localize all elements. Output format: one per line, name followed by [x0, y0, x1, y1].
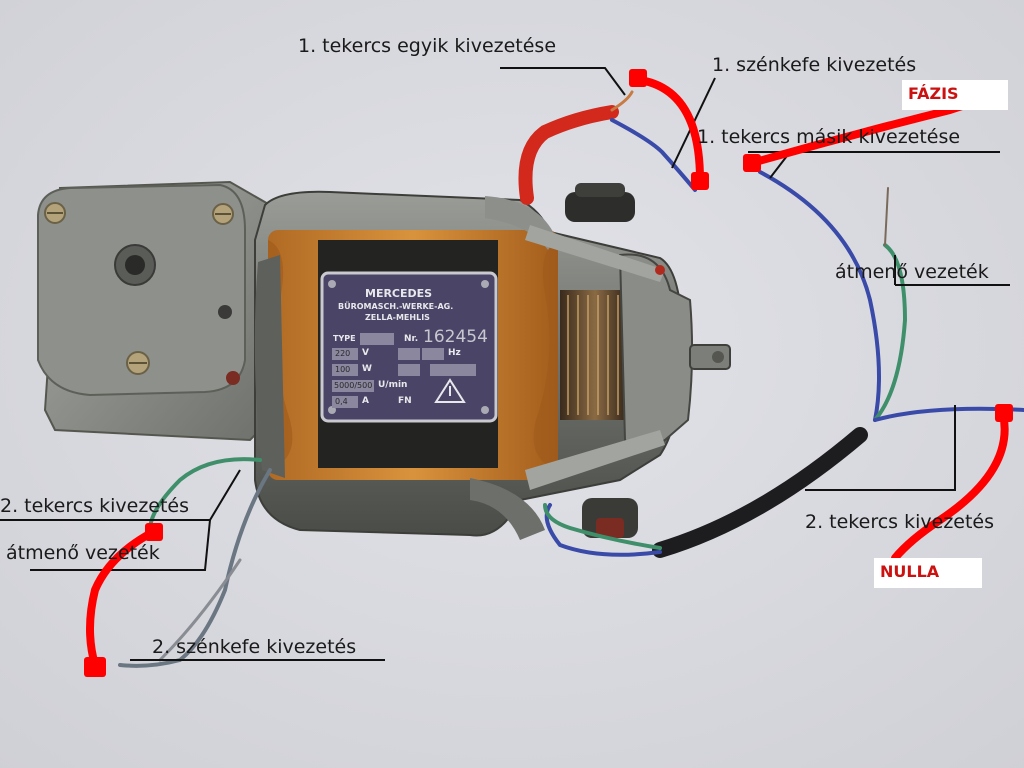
shaft — [689, 344, 731, 370]
label-through-wire-left: átmenő vezeték — [6, 542, 160, 564]
terminal-square — [691, 172, 709, 190]
nameplate-watt-unit: W — [362, 364, 372, 374]
terminal-square — [995, 404, 1013, 422]
brush-cap-top — [565, 192, 635, 222]
green-wire — [148, 457, 262, 532]
label-coil1-end-a: 1. tekercs egyik kivezetése — [298, 35, 557, 57]
nameplate-volt-value: 220 — [335, 349, 351, 358]
nameplate-amp-value: 0,4 — [335, 397, 348, 406]
phase-marker-left — [636, 76, 704, 184]
wires — [118, 90, 1024, 668]
nameplate-serial: 162454 — [423, 327, 488, 347]
nameplate-volt-unit: V — [362, 348, 369, 358]
leader-lines — [0, 67, 1010, 661]
nameplate-brand: MERCEDES — [365, 287, 433, 300]
nameplate-watt-value: 100 — [335, 365, 351, 374]
label-coil2-left: 2. tekercs kivezetés — [0, 495, 190, 517]
leader-line — [805, 405, 956, 491]
blue-wire — [758, 170, 881, 422]
terminal-square — [743, 154, 761, 172]
red-terminals — [84, 69, 1013, 677]
nameplate-fn: FN — [398, 396, 412, 406]
commutator — [560, 290, 630, 420]
leader-line — [500, 67, 626, 96]
black-sleeve — [652, 427, 868, 558]
brush2-marker — [86, 528, 157, 669]
grey-wire — [118, 468, 272, 668]
label-coil1-end-b: 1. tekercs másik kivezetése — [697, 126, 961, 148]
label-coil2-right: 2. tekercs kivezetés — [805, 511, 995, 533]
red-sleeve — [518, 105, 619, 205]
terminal-square — [84, 657, 106, 677]
terminal-square — [145, 523, 163, 541]
gearbox — [37, 180, 271, 442]
nameplate-amp-unit: A — [362, 396, 369, 406]
nameplate-maker: BÜROMASCH.-WERKE-AG. — [338, 302, 454, 311]
label-brush2: 2. szénkefe kivezetés — [152, 636, 357, 658]
blue-wire — [610, 118, 697, 192]
nameplate-city: ZELLA-MEHLIS — [365, 313, 430, 322]
neutral-marker — [891, 410, 1009, 562]
label-through-wire-right: átmenő vezeték — [835, 261, 989, 283]
nameplate-nr-label: Nr. — [404, 334, 419, 344]
nameplate-rpm-value: 5000/500 — [334, 381, 373, 390]
leader-line — [30, 519, 211, 571]
phase-tag: FÁZIS — [902, 80, 1008, 110]
neutral-tag: NULLA — [874, 558, 982, 588]
terminal-square — [629, 69, 647, 87]
label-brush1: 1. szénkefe kivezetés — [712, 54, 917, 76]
nameplate-rpm-unit: U/min — [378, 380, 408, 390]
nameplate — [320, 271, 498, 423]
nameplate-type-label: TYPE — [333, 334, 356, 343]
nameplate-hz-unit: Hz — [448, 348, 461, 358]
